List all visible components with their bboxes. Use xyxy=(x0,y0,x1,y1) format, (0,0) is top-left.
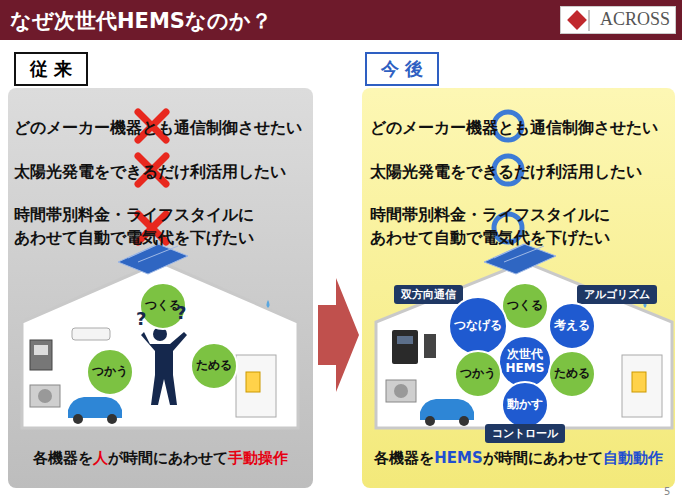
requirement-text: 時間帯別料金・ライフスタイルに あわせて自動で電気代を下げたい xyxy=(370,203,622,249)
transition-arrow xyxy=(318,278,359,392)
summary-text: 各機器を人が時間にあわせて手動操作 xyxy=(8,448,313,470)
box-label: 双方向通信 xyxy=(401,288,456,301)
circle-mark xyxy=(494,156,522,184)
circle-label: つくる xyxy=(507,299,543,313)
function-circle: 動かす xyxy=(501,381,549,429)
house-right xyxy=(376,240,672,428)
box-label: コントロール xyxy=(492,427,558,440)
circle-label: ためる xyxy=(196,359,232,373)
circle-mark xyxy=(494,214,522,242)
comparison-panel: どのメーカー機器とも通信制御させたい太陽光発電をできるだけ利活用したい時間帯別料… xyxy=(362,88,675,488)
summary-text: 各機器をHEMSが時間にあわせて自動動作 xyxy=(362,448,675,470)
circle-label: 次世代 HEMS xyxy=(504,348,546,376)
label-box: アルゴリズム xyxy=(577,285,657,304)
function-circle: つかう xyxy=(86,348,134,396)
box-label: アルゴリズム xyxy=(584,288,650,301)
box-label: 今 後 xyxy=(381,58,423,79)
function-circle: ためる xyxy=(190,342,238,390)
heading-tag: 従 来 xyxy=(14,52,88,86)
page-title: なぜ次世代HEMSなのか？ xyxy=(10,7,272,35)
circle-label: ためる xyxy=(554,367,590,381)
requirement-text: どのメーカー機器とも通信制御させたい xyxy=(14,116,310,139)
circle-label: つなげる xyxy=(454,319,502,333)
question-mark: ? xyxy=(136,308,146,329)
requirement-text: 時間帯別料金・ライフスタイルに あわせて自動で電気代を下げたい xyxy=(14,203,266,249)
function-circle: ためる xyxy=(548,350,596,398)
function-circle: つなげる xyxy=(448,296,508,356)
circle-label: 動かす xyxy=(507,398,543,412)
cross-mark xyxy=(138,214,166,242)
circle-label: 考える xyxy=(554,319,590,333)
logo-text: ACROSS xyxy=(600,9,670,30)
circle-label: つかう xyxy=(92,365,128,379)
cross-mark xyxy=(138,156,166,184)
page-number: 5 xyxy=(664,486,670,497)
comparison-panel: どのメーカー機器とも通信制御させたい太陽光発電をできるだけ利活用したい時間帯別料… xyxy=(8,88,313,488)
question-mark: ? xyxy=(176,302,186,323)
function-circle: つかう xyxy=(454,350,502,398)
label-box: コントロール xyxy=(485,424,565,443)
circle-label: つくる xyxy=(145,299,181,313)
house-left xyxy=(22,240,298,428)
function-circle: つくる xyxy=(501,282,549,330)
function-circle: 考える xyxy=(548,302,596,350)
logo-mark xyxy=(567,10,589,31)
heading-tag: 今 後 xyxy=(365,52,439,86)
circle-mark xyxy=(494,112,522,140)
label-box: 双方向通信 xyxy=(394,285,463,304)
requirement-text: 太陽光発電をできるだけ利活用したい xyxy=(370,160,670,183)
circle-label: つかう xyxy=(460,367,496,381)
requirement-text: どのメーカー機器とも通信制御させたい xyxy=(370,116,670,139)
cross-mark xyxy=(138,112,166,140)
box-label: 従 来 xyxy=(30,58,72,79)
requirement-text: 太陽光発電をできるだけ利活用したい xyxy=(14,160,310,183)
